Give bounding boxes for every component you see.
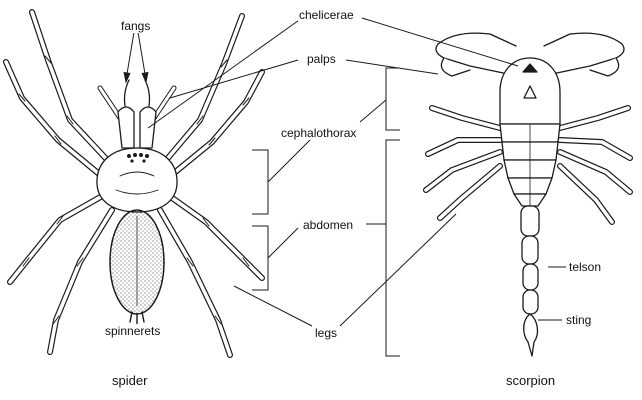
spider-spinnerets xyxy=(130,312,144,324)
label-spinnerets: spinnerets xyxy=(104,324,161,338)
label-chelicerae: chelicerae xyxy=(298,8,355,22)
label-fangs: fangs xyxy=(120,19,151,33)
label-telson: telson xyxy=(568,260,602,274)
spider-drawing xyxy=(6,12,262,355)
scorpion-drawing xyxy=(426,33,630,356)
caption-scorpion: scorpion xyxy=(506,373,555,388)
label-cephalothorax: cephalothorax xyxy=(280,126,357,140)
scorpion-telson xyxy=(524,314,538,356)
label-legs: legs xyxy=(314,326,338,340)
label-abdomen: abdomen xyxy=(302,218,354,232)
label-palps: palps xyxy=(306,52,337,66)
scorpion-tail xyxy=(521,206,539,314)
label-sting: sting xyxy=(565,313,592,327)
spider-cephalothorax xyxy=(97,148,177,212)
caption-spider: spider xyxy=(112,373,147,388)
